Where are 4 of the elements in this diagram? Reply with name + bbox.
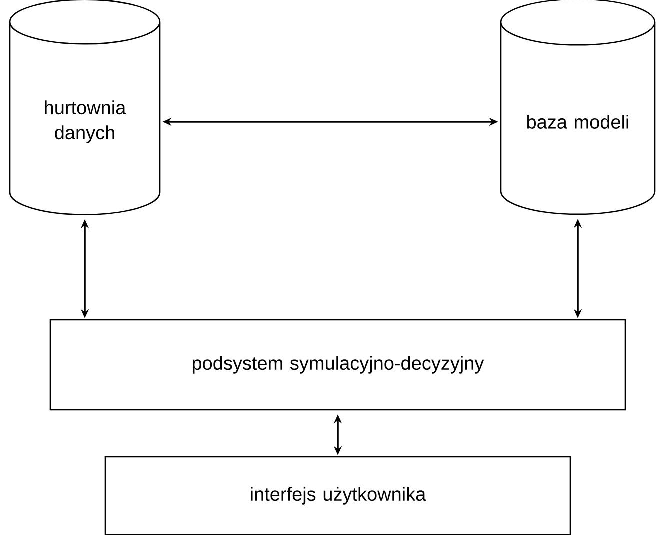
database-cylinder: hurtownia danych <box>9 0 161 216</box>
process-box: podsystem symulacyjno-decyzyjny <box>50 319 626 411</box>
process-box: interfejs użytkownika <box>104 456 572 535</box>
database-cylinder: baza modeli <box>500 0 656 216</box>
